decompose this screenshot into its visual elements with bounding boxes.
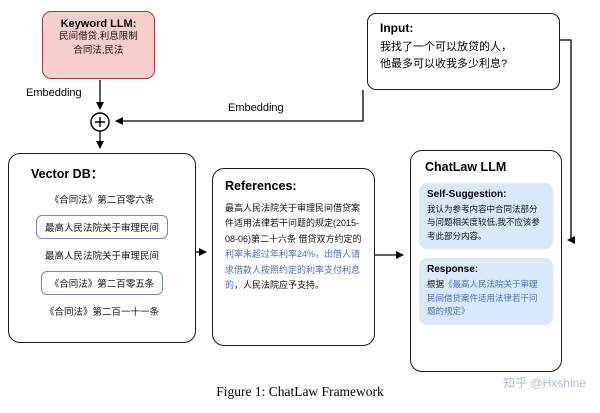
embedding-label-right: Embedding — [228, 102, 284, 114]
input-box: Input: 我找了一个可以放贷的人， 他最多可以收我多少利息? — [367, 13, 560, 90]
response-prefix: 根据 — [427, 279, 445, 290]
references-text-plain: ，人民法院应予支持。 — [234, 280, 325, 291]
keyword-llm-line2: 合同法,民法 — [73, 45, 124, 57]
figure-caption: Figure 1: ChatLaw Framework — [216, 384, 384, 399]
embedding-label-left: Embedding — [26, 87, 82, 99]
vector-db-item: 最高人民法院关于审理民间 — [44, 251, 159, 262]
input-line2: 他最多可以收我多少利息? — [380, 58, 508, 71]
vector-db-item: 《合同法》第二百零六条 — [49, 195, 155, 206]
vector-db-items: 《合同法》第二百零六条 最高人民法院关于审理民间 最高人民法院关于审理民间 《合… — [9, 182, 195, 320]
embedding-sum-node — [90, 112, 110, 132]
self-suggestion-box: Self-Suggestion: 我认为参考内容中合同法部分与问题相关度较低,我… — [419, 183, 553, 250]
chatlaw-llm-box: ChatLaw LLM Self-Suggestion: 我认为参考内容中合同法… — [410, 150, 562, 372]
input-title: Input: — [380, 21, 414, 35]
references-body: 最高人民法院关于审理民间借贷案件适用法律若干问题的规定(2015-08-06)第… — [213, 193, 374, 294]
references-title: References: — [225, 179, 297, 193]
vector-db-item-highlighted: 《合同法》第二百零五条 — [40, 271, 164, 295]
references-text-highlighted: 利率未超过年利率24%，出借人请求借款人按照约定的利率支付利息的 — [225, 249, 361, 291]
response-body: 根据《最高人民法院关于审理民间借贷案件适用法律若干问题的规定》 — [427, 278, 545, 318]
keyword-llm-title: Keyword LLM: — [60, 18, 137, 30]
keyword-llm-box: Keyword LLM: 民间借贷,利息限制 合同法,民法 — [42, 11, 155, 79]
vector-db-item: 《合同法》第二百一十一条 — [44, 307, 159, 318]
vector-db-item-highlighted: 最高人民法院关于审理民间 — [35, 215, 168, 239]
vector-db-title: Vector DB： — [31, 167, 104, 181]
input-body: 我找了一个可以放贷的人， 他最多可以收我多少利息? — [380, 39, 547, 73]
self-suggestion-title: Self-Suggestion: — [427, 189, 507, 200]
references-box: References: 最高人民法院关于审理民间借贷案件适用法律若干问题的规定(… — [212, 168, 375, 346]
zhihu-watermark: 知乎 @Hxshine — [503, 376, 586, 390]
vector-db-box: Vector DB： 《合同法》第二百零六条 最高人民法院关于审理民间 最高人民… — [8, 153, 196, 343]
response-citation: 《最高人民法院关于审理民间借贷案件适用法律若干问题的规定》 — [427, 279, 538, 317]
references-text-plain: 最高人民法院关于审理民间借贷案件适用法律若干问题的规定(2015-08-06)第… — [225, 203, 362, 244]
response-box: Response: 根据《最高人民法院关于审理民间借贷案件适用法律若干问题的规定… — [419, 258, 553, 325]
keyword-llm-line1: 民间借贷,利息限制 — [59, 31, 138, 42]
chatlaw-llm-title: ChatLaw LLM — [425, 160, 507, 174]
response-title: Response: — [427, 264, 479, 276]
self-suggestion-body: 我认为参考内容中合同法部分与问题相关度较低,我不应该参考此部分内容。 — [427, 204, 540, 241]
input-line1: 我找了一个可以放贷的人， — [380, 41, 512, 53]
